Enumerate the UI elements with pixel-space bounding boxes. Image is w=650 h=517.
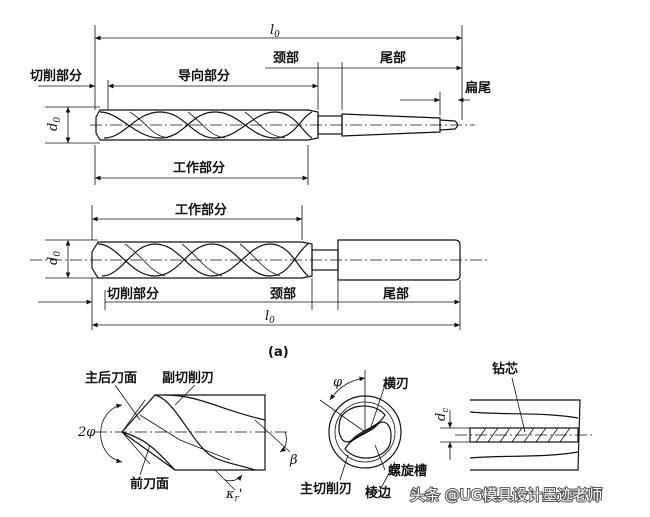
minor-edge-label: 副切削刃 — [162, 370, 214, 386]
bottom-drill-view: 工作部分 d0 切削部分 颈部 尾部 l0 (a) — [30, 202, 490, 360]
top-guide-part-label: 导向部分 — [178, 68, 230, 84]
flute-label: 螺旋槽 — [388, 463, 427, 479]
drill-point-detail: 2φ β κr' 主后刀面 副切削刃 前刀面 — [77, 370, 298, 504]
beta-label: β — [289, 453, 298, 468]
top-drill-view: l0 颈部 尾部 切削部分 导向部分 扁尾 d0 — [30, 23, 491, 185]
top-d0-label: d0 — [46, 117, 63, 131]
top-drill-body — [95, 109, 319, 141]
two-phi-label: 2φ — [77, 425, 96, 440]
rake-face-label: 前刀面 — [130, 476, 169, 492]
top-l0-label: l0 — [270, 23, 280, 40]
bottom-cutting-part-label: 切削部分 — [107, 286, 159, 302]
drill-end-view: φ 横刃 螺旋槽 主切削刃 棱边 — [300, 370, 427, 501]
main-flank-label: 主后刀面 — [85, 370, 137, 386]
drill-core-section: dc 钻芯 — [434, 361, 595, 471]
core-label: 钻芯 — [492, 361, 518, 377]
bottom-neck-label: 颈部 — [270, 286, 296, 302]
watermark-text: 头条 @UG模具设计墨迹老师 — [410, 486, 602, 504]
bottom-d0-label: d0 — [46, 251, 63, 265]
top-tail-label: 尾部 — [380, 50, 406, 66]
top-taper-shank — [341, 113, 441, 137]
chisel-edge-label: 横刃 — [383, 376, 409, 392]
bottom-straight-shank — [337, 239, 461, 281]
top-flat-tail-label: 扁尾 — [465, 80, 491, 96]
main-edge-label: 主切削刃 — [300, 481, 352, 497]
top-cutting-part-label: 切削部分 — [30, 68, 82, 84]
phi-label: φ — [333, 375, 343, 390]
bottom-tail-label: 尾部 — [383, 286, 409, 302]
bottom-l0-label: l0 — [265, 309, 275, 326]
top-working-part-label: 工作部分 — [173, 160, 225, 176]
bottom-drill-body — [91, 241, 313, 279]
bottom-working-part-label: 工作部分 — [175, 202, 227, 218]
margin-label: 棱边 — [365, 485, 392, 501]
kr-prime-label: κr' — [225, 487, 242, 504]
figure-caption: (a) — [268, 345, 289, 360]
dc-label: dc — [434, 408, 451, 421]
top-neck-label: 颈部 — [273, 50, 299, 66]
